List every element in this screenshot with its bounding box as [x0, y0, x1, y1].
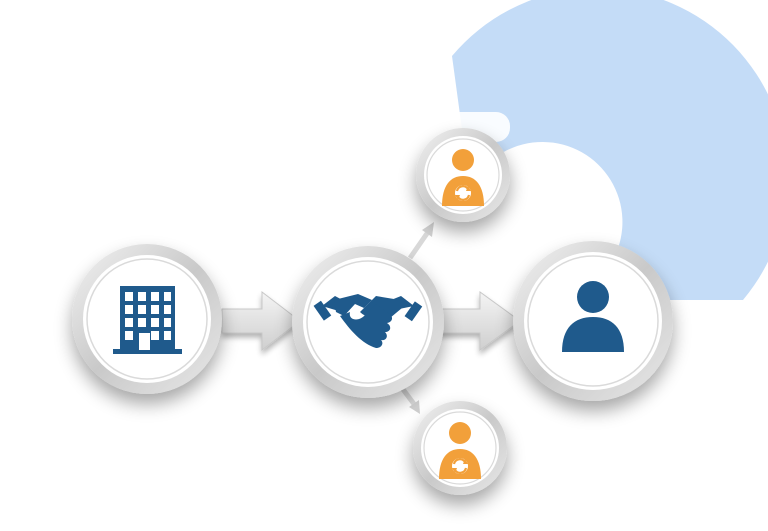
- handshake-icon: [313, 294, 423, 348]
- arrow-partnership-to-agent-top: [407, 222, 434, 260]
- arrow-partnership-to-agent-bottom: [400, 386, 420, 414]
- person-sync-icon: [439, 422, 481, 479]
- person-sync-icon: [442, 149, 484, 206]
- person-icon: [562, 281, 624, 352]
- arrow-company-to-partnership: [221, 290, 301, 352]
- node-agent-top: [416, 128, 510, 222]
- backdrop-ring-shape: [452, 0, 768, 300]
- node-agent-bottom: [413, 401, 507, 495]
- office-building-icon: [113, 286, 182, 354]
- arrow-partnership-to-person: [437, 291, 521, 351]
